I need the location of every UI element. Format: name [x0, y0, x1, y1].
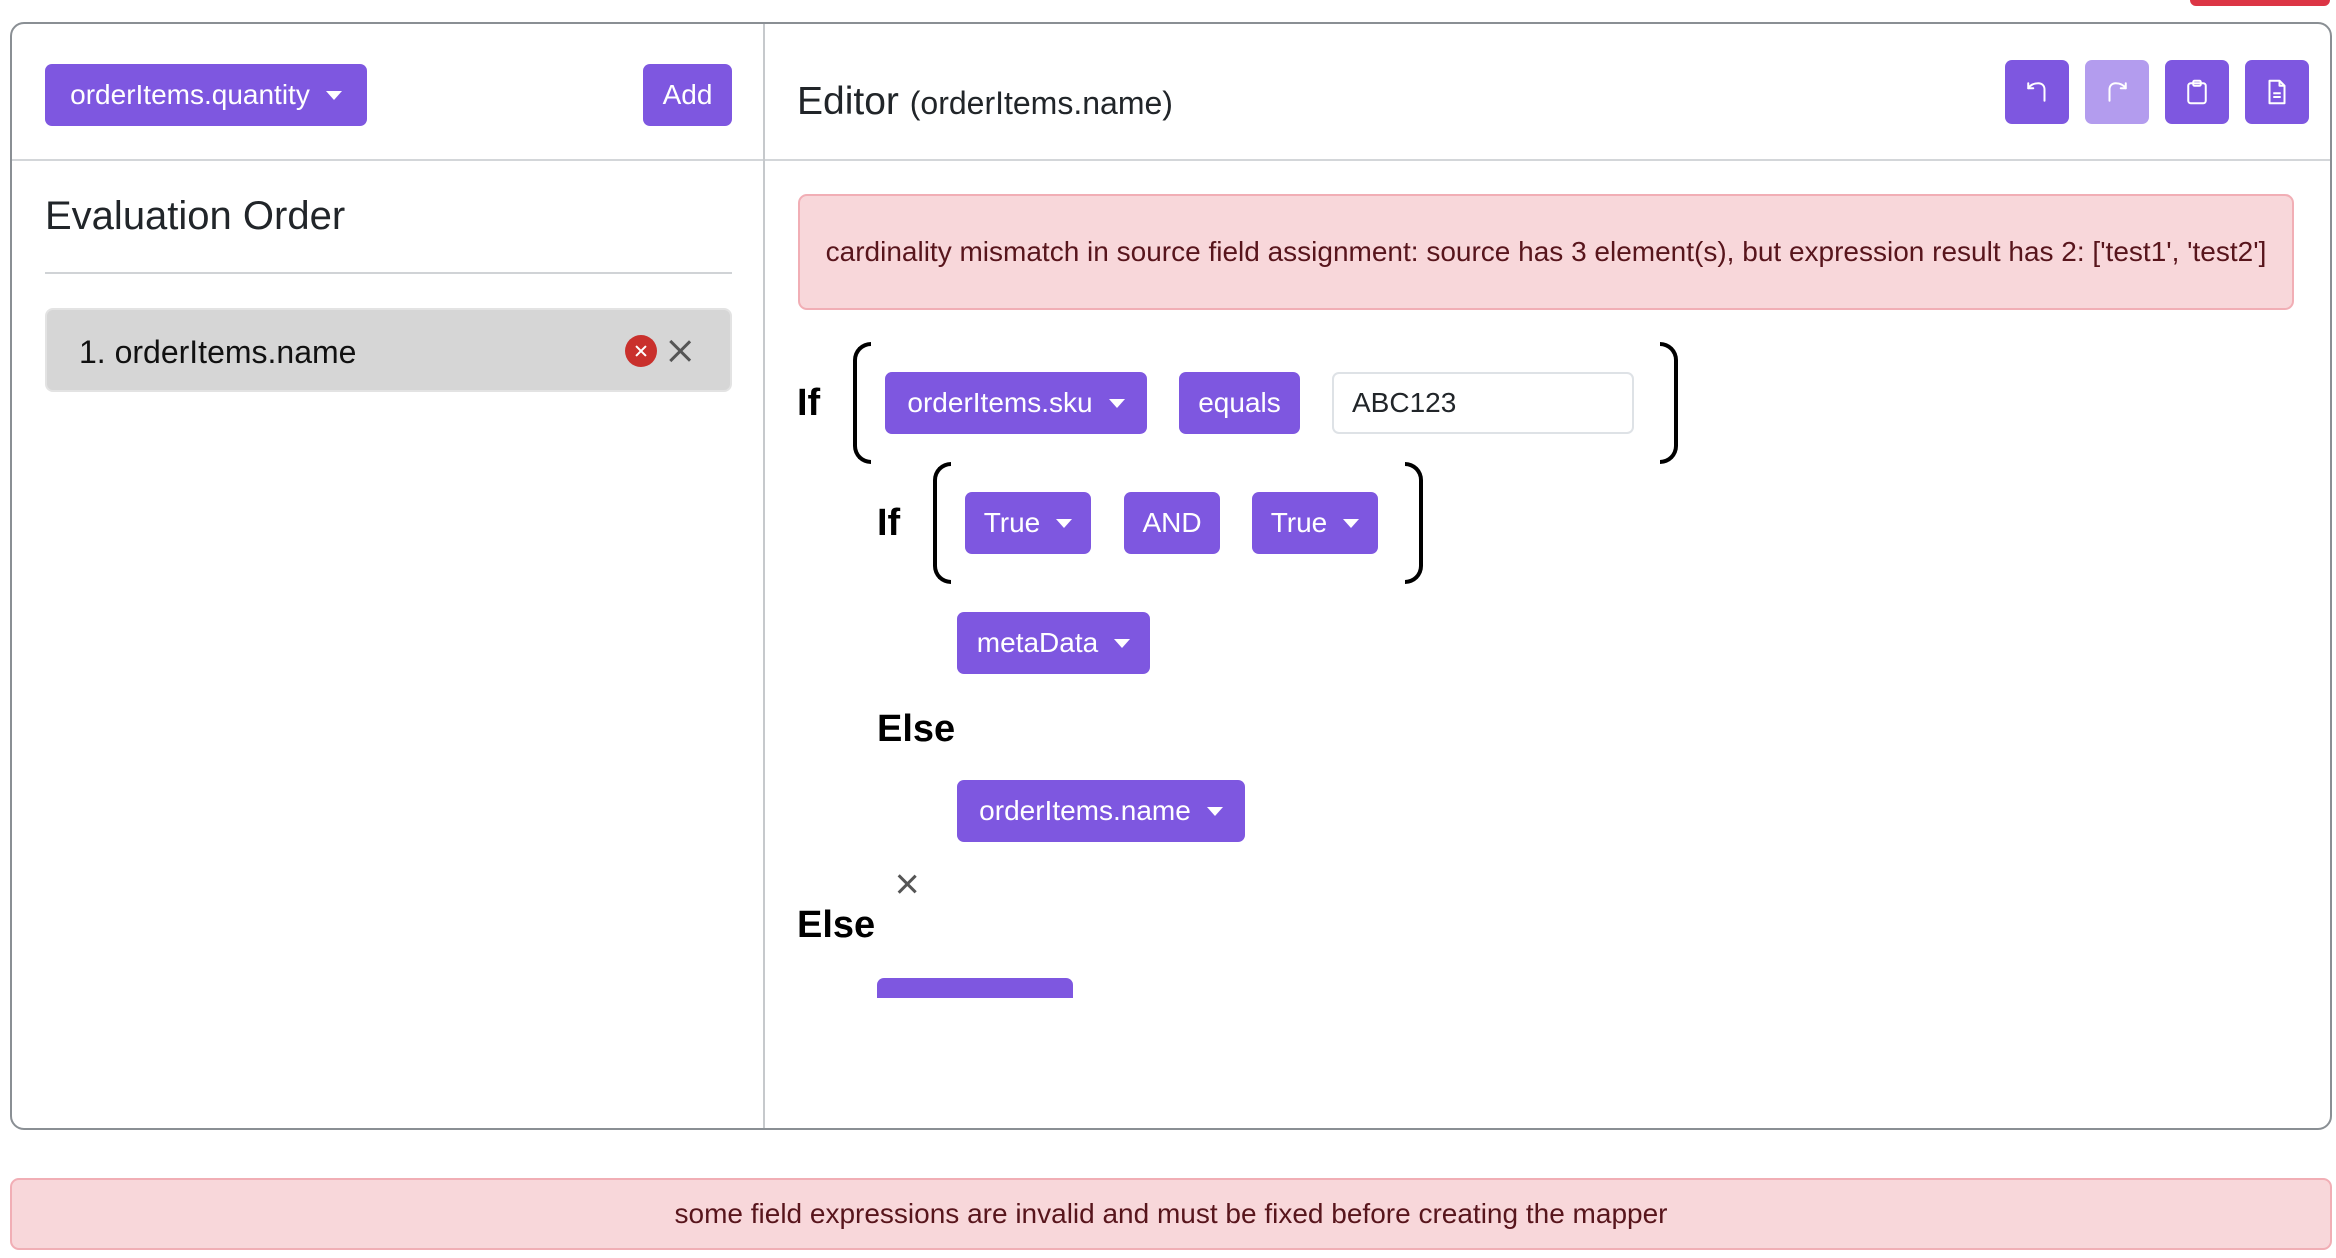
redo-button[interactable] [2085, 60, 2149, 124]
outer-else-value-dropdown-partial[interactable] [877, 978, 1073, 998]
left-pane: orderItems.quantity Add Evaluation Order… [12, 24, 765, 1128]
chevron-down-icon [1056, 518, 1073, 528]
remove-branch-close-icon[interactable] [895, 872, 919, 896]
evaluation-order-item[interactable]: 1. orderItems.name [45, 308, 732, 392]
inner-if-then-label: metaData [976, 627, 1099, 658]
inner-if-operator-button[interactable]: AND [1124, 492, 1220, 554]
chevron-down-icon [1114, 638, 1131, 648]
outer-if-left-paren [853, 342, 871, 464]
editor-title-text: Editor [797, 80, 899, 123]
inner-if-left-label: True [983, 507, 1041, 538]
add-button[interactable]: Add [643, 64, 732, 126]
outer-if-field-dropdown[interactable]: orderItems.sku [885, 372, 1147, 434]
evaluation-order-title: Evaluation Order [45, 194, 346, 238]
outer-if-field-label: orderItems.sku [907, 387, 1093, 418]
remove-item-close-icon[interactable] [666, 337, 694, 365]
field-select-dropdown[interactable]: orderItems.quantity [45, 64, 367, 126]
chevron-down-icon [325, 90, 342, 100]
inner-if-right-paren [1405, 462, 1423, 584]
editor-pane: Editor (orderItems.name) cardinality mis… [765, 24, 2330, 1128]
top-edge-red-button[interactable] [2190, 0, 2330, 6]
outer-if-value-input[interactable] [1332, 372, 1634, 434]
mapper-card: orderItems.quantity Add Evaluation Order… [10, 22, 2332, 1130]
editor-header-divider [765, 159, 2330, 161]
inner-if-left-paren [933, 462, 951, 584]
footer-error-alert: some field expressions are invalid and m… [10, 1178, 2332, 1250]
outer-else-keyword: Else [797, 904, 876, 946]
redo-icon [2108, 82, 2127, 102]
inner-if-left-dropdown[interactable]: True [965, 492, 1091, 554]
document-button[interactable] [2245, 60, 2309, 124]
chevron-down-icon [1108, 398, 1125, 408]
undo-button[interactable] [2005, 60, 2069, 124]
inner-if-keyword: If [877, 502, 901, 544]
left-header-divider [12, 159, 763, 161]
chevron-down-icon [1206, 806, 1223, 816]
inner-else-value-label: orderItems.name [979, 795, 1191, 826]
evaluation-order-item-label: 1. orderItems.name [79, 334, 357, 370]
copy-button[interactable] [2165, 60, 2229, 124]
outer-if-right-paren [1660, 342, 1678, 464]
undo-icon [2027, 82, 2046, 102]
chevron-down-icon [1343, 518, 1360, 528]
inner-if-then-dropdown[interactable]: metaData [957, 612, 1150, 674]
outer-if-operator-button[interactable]: equals [1179, 372, 1300, 434]
clipboard-icon [2187, 79, 2207, 105]
editor-error-alert: cardinality mismatch in source field ass… [798, 194, 2294, 310]
outer-if-keyword: If [797, 382, 821, 424]
inner-if-right-label: True [1270, 507, 1328, 538]
field-select-label: orderItems.quantity [70, 79, 310, 110]
editor-subtitle: (orderItems.name) [909, 85, 1173, 121]
error-icon [625, 335, 657, 367]
inner-if-right-dropdown[interactable]: True [1252, 492, 1378, 554]
inner-else-keyword: Else [877, 708, 956, 750]
inner-else-value-dropdown[interactable]: orderItems.name [957, 780, 1245, 842]
title-divider [45, 272, 732, 274]
editor-title: Editor (orderItems.name) [797, 80, 1173, 124]
document-icon [2268, 79, 2286, 105]
